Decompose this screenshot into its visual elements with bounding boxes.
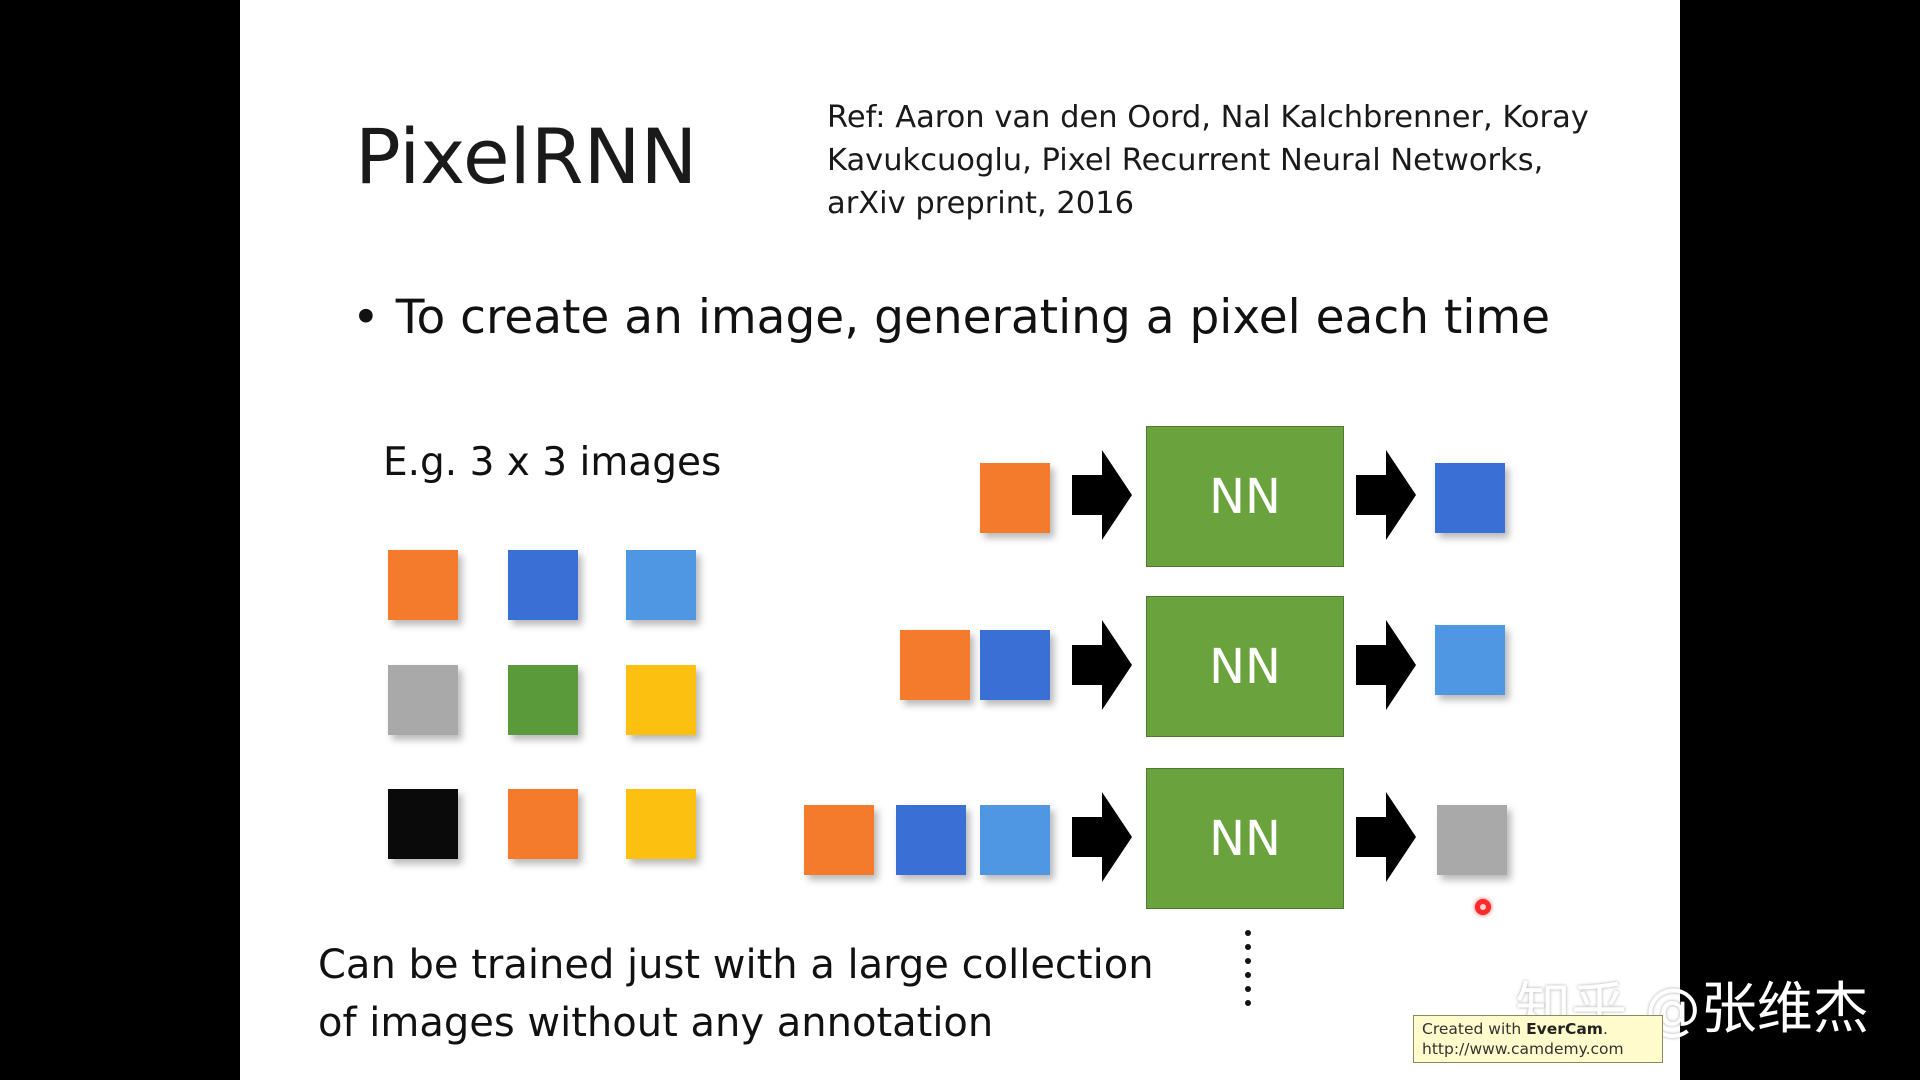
slide-title: PixelRNN: [355, 112, 698, 201]
example-label: E.g. 3 x 3 images: [383, 440, 722, 485]
bullet-text: To create an image, generating a pixel e…: [395, 290, 1551, 345]
output-pixel: [1437, 805, 1507, 875]
grid-pixel: [508, 665, 578, 735]
nn-box: NN: [1146, 596, 1344, 737]
vertical-ellipsis-icon: [1243, 930, 1253, 1008]
grid-pixel: [388, 550, 458, 620]
bullet-dot: •: [352, 290, 380, 345]
grid-pixel: [388, 665, 458, 735]
reference-text: Ref: Aaron van den Oord, Nal Kalchbrenne…: [827, 100, 1589, 221]
pointer-cursor-icon: [1475, 899, 1491, 915]
arrow-right-icon: [1072, 620, 1132, 710]
grid-pixel: [626, 789, 696, 859]
output-pixel: [1435, 463, 1505, 533]
arrow-right-icon: [1356, 620, 1416, 710]
arrow-right-icon: [1356, 792, 1416, 882]
nn-box: NN: [1146, 426, 1344, 567]
arrow-right-icon: [1356, 450, 1416, 540]
badge-line: Created with EverCam.: [1422, 1020, 1608, 1038]
input-pixel: [980, 630, 1050, 700]
bottom-caption-line: Can be trained just with a large collect…: [318, 942, 1154, 988]
grid-pixel: [508, 789, 578, 859]
slide: PixelRNN Ref: Aaron van den Oord, Nal Ka…: [240, 0, 1680, 1080]
grid-pixel: [508, 550, 578, 620]
badge-brand: EverCam: [1526, 1020, 1603, 1038]
input-pixel: [980, 463, 1050, 533]
bottom-caption-line: of images without any annotation: [318, 1000, 994, 1046]
bullet-point: • To create an image, generating a pixel …: [352, 290, 1550, 345]
input-pixel: [804, 805, 874, 875]
input-pixel: [896, 805, 966, 875]
arrow-right-icon: [1072, 450, 1132, 540]
badge-url[interactable]: http://www.camdemy.com: [1422, 1040, 1624, 1058]
bottom-caption: Can be trained just with a large collect…: [318, 936, 1154, 1052]
evercam-badge[interactable]: Created with EverCam. http://www.camdemy…: [1413, 1015, 1663, 1063]
grid-pixel: [626, 550, 696, 620]
arrow-right-icon: [1072, 792, 1132, 882]
input-pixel: [980, 805, 1050, 875]
output-pixel: [1435, 625, 1505, 695]
nn-box: NN: [1146, 768, 1344, 909]
grid-pixel: [626, 665, 696, 735]
grid-pixel: [388, 789, 458, 859]
input-pixel: [900, 630, 970, 700]
